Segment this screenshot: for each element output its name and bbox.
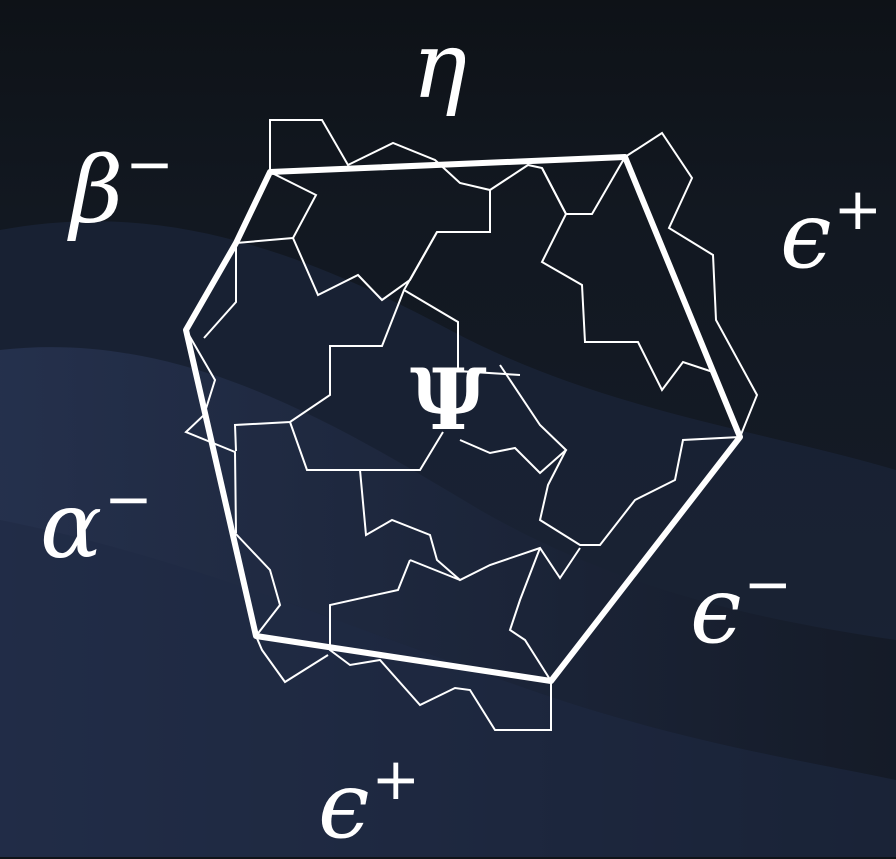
label-right-upper: ϵ+ bbox=[780, 190, 882, 282]
label-left: α− bbox=[40, 480, 153, 572]
center-symbol: Ψ bbox=[410, 358, 487, 442]
label-left-base: α bbox=[40, 480, 102, 572]
label-bottom-sup: + bbox=[372, 750, 421, 808]
label-right-upper-sup: + bbox=[834, 180, 883, 238]
label-left-sup: − bbox=[104, 470, 153, 528]
label-right-lower: ϵ− bbox=[690, 565, 792, 657]
label-top-base: η bbox=[412, 20, 467, 112]
label-right-upper-base: ϵ bbox=[780, 190, 832, 282]
label-bottom-base: ϵ bbox=[318, 760, 370, 852]
label-top-left: β− bbox=[70, 145, 174, 237]
label-top-left-sup: − bbox=[125, 135, 174, 193]
label-top: η bbox=[412, 20, 467, 112]
label-right-lower-base: ϵ bbox=[690, 565, 742, 657]
label-bottom: ϵ+ bbox=[318, 760, 420, 852]
label-top-left-base: β bbox=[70, 145, 123, 237]
label-right-lower-sup: − bbox=[744, 555, 793, 613]
